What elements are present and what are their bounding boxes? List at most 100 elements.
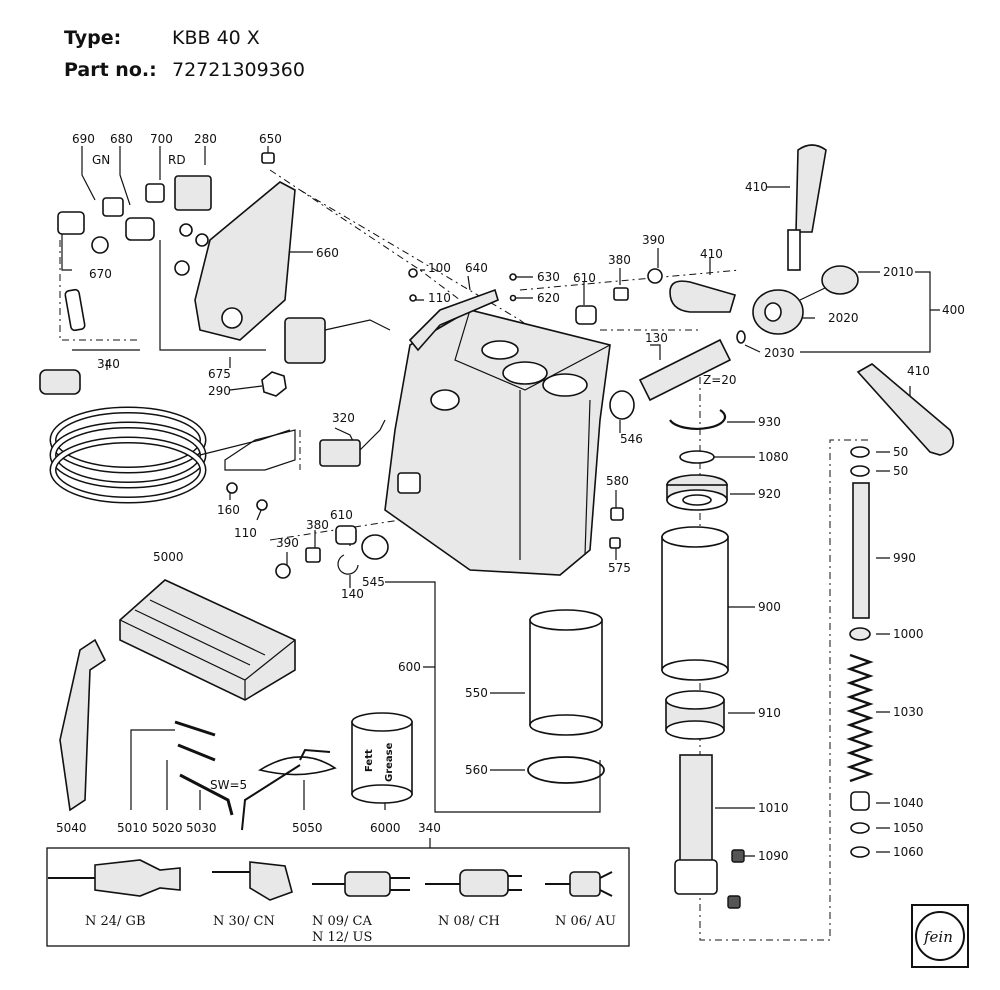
- cap-390-icon: [275, 563, 291, 579]
- switch-280-icon: [174, 175, 212, 211]
- label-675: 675: [208, 367, 231, 381]
- plug-us-label: N 12/ US: [312, 930, 372, 945]
- washer-620-icon: [509, 294, 517, 302]
- label-50a: 50: [893, 445, 908, 459]
- grease-can-6000-icon: [351, 721, 413, 795]
- spindle-stack: [661, 409, 745, 909]
- pins-5010-icon: [174, 720, 216, 762]
- screw-160-icon: [226, 482, 238, 494]
- label-580: 580: [606, 474, 629, 488]
- plug-gb-label: N 24/ GB: [85, 914, 146, 929]
- label-140: 140: [341, 587, 364, 601]
- part-number-row: Part no.: 72721309360: [64, 54, 305, 86]
- sleeve-top-icon: [529, 609, 603, 631]
- label-900: 900: [758, 600, 781, 614]
- capstan-handles: [669, 144, 955, 456]
- grub-screw-1090-icon: [731, 849, 745, 863]
- handle-410-middle-icon: [669, 280, 736, 313]
- cap-390-icon: [647, 268, 663, 284]
- circlip-930-icon: [669, 409, 727, 430]
- plug-ca-us-icon: [344, 871, 391, 897]
- label-930: 930: [758, 415, 781, 429]
- label-610a: 610: [573, 271, 596, 285]
- header: Type: KBB 40 X Part no.: 72721309360: [64, 22, 305, 86]
- type-value: KBB 40 X: [172, 27, 260, 49]
- plug-ca-label: N 09/ CA: [312, 914, 373, 929]
- label-5010: 5010: [117, 821, 148, 835]
- label-680: 680: [110, 132, 133, 146]
- label-280: 280: [194, 132, 217, 146]
- handle-cover-640-icon: [408, 288, 499, 352]
- ring-50b-icon: [850, 465, 870, 477]
- switch-and-connectors: [57, 152, 391, 397]
- label-910: 910: [758, 706, 781, 720]
- label-390a: 390: [642, 233, 665, 247]
- power-cable-340: [39, 288, 291, 504]
- label-1040: 1040: [893, 796, 924, 810]
- label-2020: 2020: [828, 311, 859, 325]
- label-2010: 2010: [883, 265, 914, 279]
- label-700: 700: [150, 132, 173, 146]
- washer-1000-icon: [849, 627, 871, 641]
- spindle-end-icon: [674, 859, 718, 895]
- washer-1050-icon: [850, 822, 870, 834]
- connector-680-icon: [125, 217, 155, 241]
- bearing-610-icon: [335, 525, 357, 545]
- screw-580-icon: [610, 507, 624, 521]
- grease-grease-text: Grease: [384, 742, 395, 782]
- connector-gn-icon: [102, 197, 124, 217]
- accessories: Fett Grease: [59, 638, 413, 831]
- label-1010: 1010: [758, 801, 789, 815]
- label-5020: 5020: [152, 821, 183, 835]
- label-990: 990: [893, 551, 916, 565]
- label-550: 550: [465, 686, 488, 700]
- label-340a: 340: [97, 357, 120, 371]
- label-630: 630: [537, 270, 560, 284]
- label-400: 400: [942, 303, 965, 317]
- label-320: 320: [332, 411, 355, 425]
- hub-bore-icon: [764, 302, 782, 322]
- handle-410-top-icon: [795, 144, 827, 233]
- fein-badge-icon: [397, 472, 421, 494]
- plug-cn-icon: [249, 861, 293, 901]
- key-380-icon: [305, 547, 321, 563]
- label-5040: 5040: [56, 821, 87, 835]
- bushing-545-icon: [361, 534, 389, 560]
- ring-560-icon: [527, 756, 605, 784]
- plug-cn-label: N 30/ CN: [213, 914, 275, 929]
- label-620: 620: [537, 291, 560, 305]
- knob-2010-icon: [821, 265, 859, 295]
- label-600: 600: [398, 660, 421, 674]
- end-cap-1040-icon: [850, 791, 870, 811]
- needle-bearing-top-icon: [665, 690, 725, 710]
- type-row: Type: KBB 40 X: [64, 22, 305, 54]
- ring-1080-icon: [679, 450, 715, 464]
- bearing-bore-icon: [682, 494, 712, 506]
- cover-plate-660-icon: [194, 181, 296, 341]
- key-380-icon: [613, 287, 629, 301]
- label-110a: 110: [428, 291, 451, 305]
- washer-icon: [179, 223, 193, 237]
- cable-sleeve-icon: [64, 288, 86, 332]
- wire-harness-320-icon: [319, 439, 361, 467]
- label-560: 560: [465, 763, 488, 777]
- grease-can-lid-icon: [351, 712, 413, 732]
- circlip-1060-icon: [850, 846, 870, 858]
- label-390b: 390: [276, 536, 299, 550]
- label-410b: 410: [700, 247, 723, 261]
- label-50b: 50: [893, 464, 908, 478]
- label-660: 660: [316, 246, 339, 260]
- label-340b: 340: [418, 821, 441, 835]
- gearbox-housing: [384, 268, 635, 576]
- label-z20: Z=20: [703, 373, 737, 387]
- label-gn: GN: [92, 153, 110, 167]
- part-number-value: 72721309360: [172, 59, 305, 81]
- label-5050: 5050: [292, 821, 323, 835]
- label-410a: 410: [745, 180, 768, 194]
- label-650: 650: [259, 132, 282, 146]
- rack-990-icon: [852, 482, 870, 619]
- sleeve-bottom-icon: [661, 659, 729, 681]
- spring-1030-icon: [846, 653, 874, 783]
- circlip-140-icon: [337, 554, 359, 575]
